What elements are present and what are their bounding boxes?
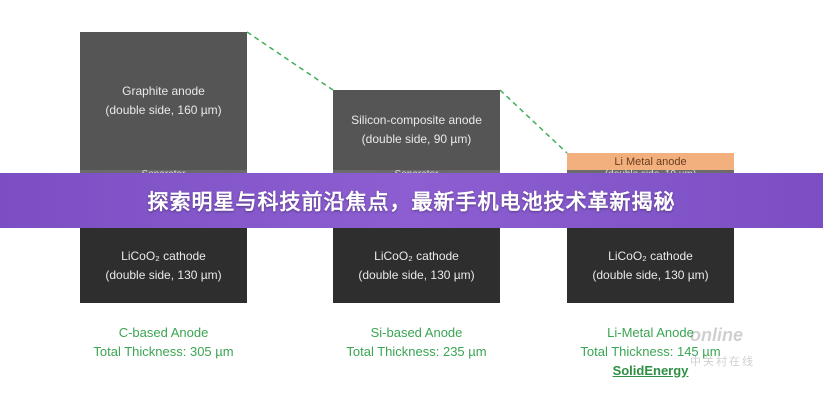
caption-si-based: Si-based Anode Total Thickness: 235 µm: [308, 323, 525, 361]
silicon-anode-block: Silicon-composite anode (double side, 90…: [333, 90, 500, 170]
caption-title: Li-Metal Anode: [607, 325, 694, 340]
title-banner: 探索明星与科技前沿焦点，最新手机电池技术革新揭秘: [0, 173, 823, 228]
caption-thickness: Total Thickness: 235 µm: [346, 344, 487, 359]
graphite-anode-block: Graphite anode (double side, 160 µm): [80, 32, 247, 170]
anode-label: Li Metal anode: [614, 155, 687, 168]
cathode-spec: (double side, 130 µm): [592, 267, 709, 282]
cathode-spec: (double side, 130 µm): [358, 267, 475, 282]
cathode-block: LiCoO₂ cathode (double side, 130 µm): [333, 228, 500, 303]
caption-li-metal: Li-Metal Anode Total Thickness: 145 µm S…: [542, 323, 759, 380]
caption-thickness: Total Thickness: 305 µm: [93, 344, 234, 359]
anode-spec: (double side, 90 µm): [361, 132, 472, 146]
watermark-logo: online: [690, 325, 743, 345]
caption-title: C-based Anode: [118, 325, 209, 340]
anode-spec: (double side, 160 µm): [105, 103, 222, 117]
caption-c-based: C-based Anode Total Thickness: 305 µm: [55, 323, 272, 361]
banner-title: 探索明星与科技前沿焦点，最新手机电池技术革新揭秘: [147, 190, 676, 214]
anode-label: Silicon-composite anode: [351, 113, 482, 127]
cathode-block: LiCoO₂ cathode (double side, 130 µm): [80, 228, 247, 303]
li-metal-anode-block: Li Metal anode: [567, 153, 734, 170]
cathode-label: LiCoO₂ cathode: [121, 248, 206, 263]
brand-label: SolidEnergy: [612, 363, 689, 378]
caption-thickness: Total Thickness: 145 µm: [580, 344, 721, 359]
anode-label: Graphite anode: [122, 84, 205, 98]
watermark-subtext: 中关村在线: [690, 356, 755, 368]
connector-line-2: [499, 89, 568, 154]
cathode-block: LiCoO₂ cathode (double side, 130 µm): [567, 228, 734, 303]
cathode-spec: (double side, 130 µm): [105, 267, 222, 282]
cathode-label: LiCoO₂ cathode: [374, 248, 459, 263]
connector-line-1: [246, 31, 334, 91]
caption-title: Si-based Anode: [370, 325, 463, 340]
cathode-label: LiCoO₂ cathode: [608, 248, 693, 263]
